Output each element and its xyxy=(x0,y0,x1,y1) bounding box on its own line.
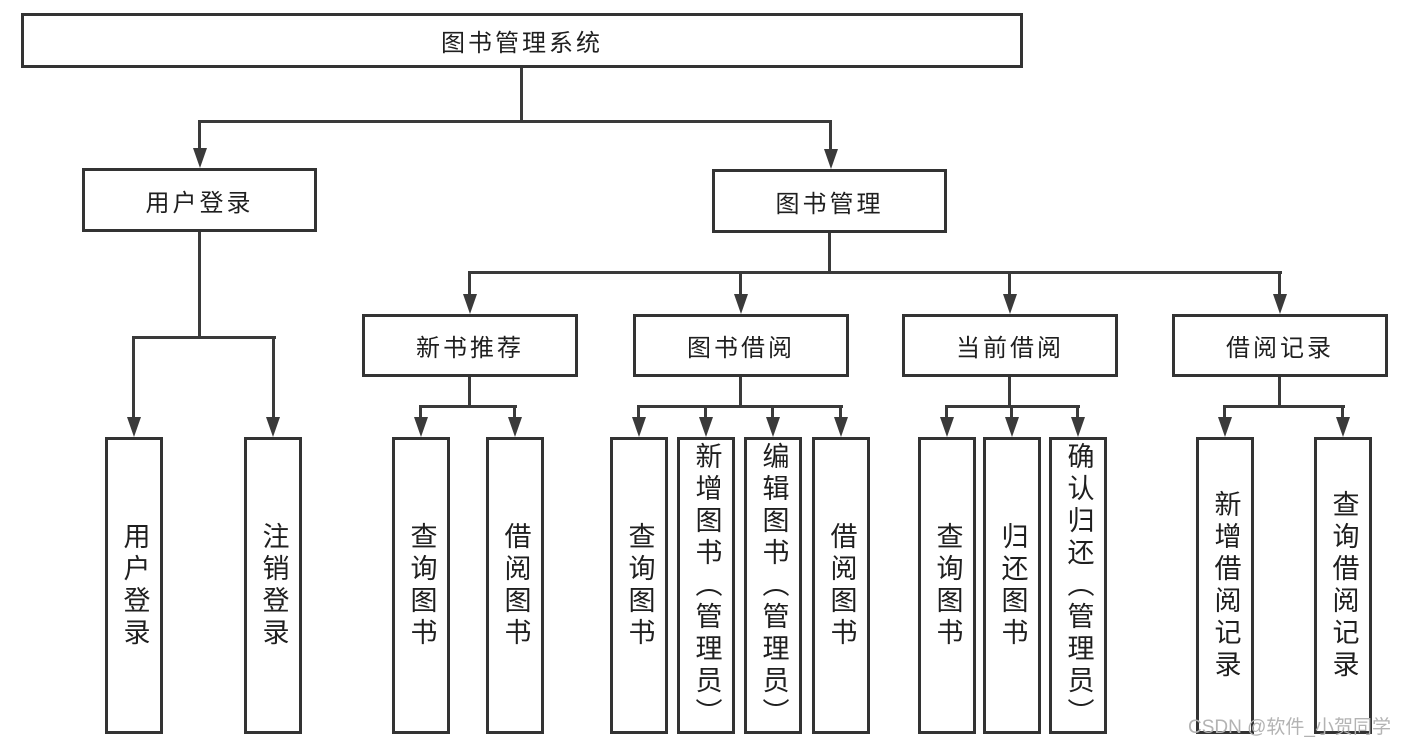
arrow-down-icon xyxy=(1336,417,1350,437)
node-borrow-records: 借阅记录 xyxy=(1172,314,1388,377)
node-current-borrow: 当前借阅 xyxy=(902,314,1118,377)
arrow-down-icon xyxy=(508,417,522,437)
leaf-add-book-admin: 新增图书（管理员） xyxy=(677,437,735,734)
leaf-confirm-return-admin: 确认归还（管理员） xyxy=(1049,437,1107,734)
connector-user-login-branch xyxy=(132,336,276,339)
leaf-logout: 注销登录 xyxy=(244,437,302,734)
leaf-label: 新增图书（管理员） xyxy=(691,441,722,730)
connector-line xyxy=(419,405,422,419)
leaf-label: 新增借阅记录 xyxy=(1210,489,1241,682)
connector-user-login-stem xyxy=(198,230,201,339)
node-root-label: 图书管理系统 xyxy=(441,30,603,57)
node-label: 借阅记录 xyxy=(1226,335,1334,362)
leaf-query-book: 查询图书 xyxy=(918,437,976,734)
node-label: 图书管理 xyxy=(775,190,884,218)
connector-book-mgmt-branch xyxy=(468,271,1282,274)
leaf-label: 确认归还（管理员） xyxy=(1063,441,1094,730)
connector-line xyxy=(1076,405,1079,419)
connector-line xyxy=(468,271,471,296)
connector-line xyxy=(1008,271,1011,296)
connector-line xyxy=(637,405,640,419)
node-book-borrow: 图书借阅 xyxy=(633,314,849,377)
arrow-down-icon xyxy=(940,417,954,437)
connector-new-book-branch xyxy=(419,405,517,408)
connector-line xyxy=(1223,405,1226,419)
node-root: 图书管理系统 xyxy=(21,13,1023,68)
leaf-label: 借阅图书 xyxy=(500,521,531,650)
connector-line xyxy=(1278,271,1281,296)
leaf-edit-book-admin: 编辑图书（管理员） xyxy=(744,437,802,734)
leaf-borrow-book: 借阅图书 xyxy=(486,437,544,734)
node-label: 新书推荐 xyxy=(416,335,524,362)
connector-line xyxy=(132,336,135,419)
arrow-down-icon xyxy=(1005,417,1019,437)
leaf-label: 编辑图书（管理员） xyxy=(758,441,789,730)
leaf-user-login: 用户登录 xyxy=(105,437,163,734)
leaf-label: 注销登录 xyxy=(258,521,289,650)
arrow-down-icon xyxy=(1003,294,1017,314)
arrow-down-icon xyxy=(127,417,141,437)
connector-line xyxy=(513,405,516,419)
leaf-label: 查询图书 xyxy=(406,521,437,650)
connector-book-borrow-branch xyxy=(637,405,843,408)
leaf-label: 查询图书 xyxy=(624,521,655,650)
arrow-down-icon xyxy=(266,417,280,437)
node-label: 当前借阅 xyxy=(956,335,1064,362)
node-label: 用户登录 xyxy=(145,189,254,217)
connector-borrow-records-branch xyxy=(1223,405,1345,408)
leaf-query-book: 查询图书 xyxy=(392,437,450,734)
arrow-down-icon xyxy=(1273,294,1287,314)
arrow-down-icon xyxy=(834,417,848,437)
arrow-down-icon xyxy=(824,149,838,169)
leaf-label: 归还图书 xyxy=(997,521,1028,650)
connector-book-mgmt-stem xyxy=(828,233,831,274)
arrow-down-icon xyxy=(414,417,428,437)
connector-line xyxy=(739,271,742,296)
leaf-borrow-book: 借阅图书 xyxy=(812,437,870,734)
connector-line xyxy=(945,405,948,419)
connector-new-book-stem xyxy=(468,377,471,408)
leaf-label: 查询图书 xyxy=(932,521,963,650)
leaf-label: 借阅图书 xyxy=(826,521,857,650)
connector-borrow-records-stem xyxy=(1278,377,1281,408)
connector-book-borrow-stem xyxy=(739,377,742,408)
connector-root-branch xyxy=(198,120,832,123)
leaf-query-book: 查询图书 xyxy=(610,437,668,734)
connector-line xyxy=(1341,405,1344,419)
arrow-down-icon xyxy=(699,417,713,437)
connector-line xyxy=(771,405,774,419)
leaf-return-book: 归还图书 xyxy=(983,437,1041,734)
watermark: CSDN @软件_小贺同学 xyxy=(1188,717,1391,738)
arrow-down-icon xyxy=(632,417,646,437)
connector-line xyxy=(839,405,842,419)
connector-line xyxy=(272,336,275,419)
connector-root-stem xyxy=(520,68,523,123)
arrow-down-icon xyxy=(766,417,780,437)
connector-line xyxy=(198,120,201,150)
arrow-down-icon xyxy=(193,148,207,168)
connector-line xyxy=(704,405,707,419)
arrow-down-icon xyxy=(1218,417,1232,437)
connector-line xyxy=(829,120,832,151)
connector-line xyxy=(1010,405,1013,419)
leaf-query-borrow-record: 查询借阅记录 xyxy=(1314,437,1372,734)
node-label: 图书借阅 xyxy=(687,335,795,362)
leaf-add-borrow-record: 新增借阅记录 xyxy=(1196,437,1254,734)
arrow-down-icon xyxy=(734,294,748,314)
node-user-login: 用户登录 xyxy=(82,168,317,232)
leaf-label: 用户登录 xyxy=(119,521,150,650)
leaf-label: 查询借阅记录 xyxy=(1328,489,1359,682)
connector-current-borrow-stem xyxy=(1008,377,1011,408)
arrow-down-icon xyxy=(463,294,477,314)
arrow-down-icon xyxy=(1071,417,1085,437)
node-book-management: 图书管理 xyxy=(712,169,947,233)
node-new-book-recommend: 新书推荐 xyxy=(362,314,578,377)
